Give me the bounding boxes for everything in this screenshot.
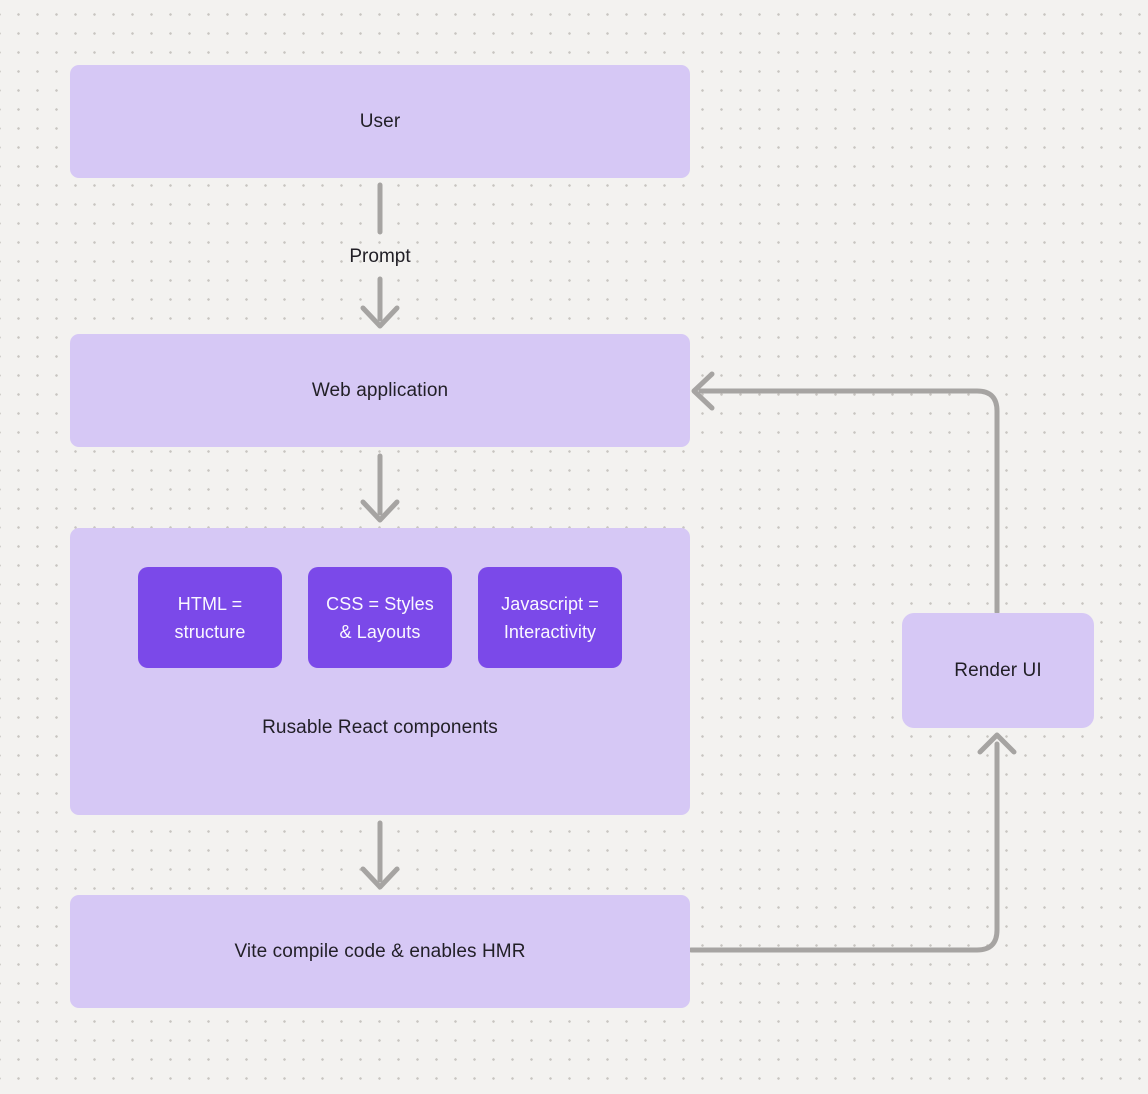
arrowhead-left-webapp (691, 371, 715, 411)
components-row: HTML = structure CSS = Styles & Layouts … (138, 567, 622, 668)
node-vite: Vite compile code & enables HMR (70, 895, 690, 1008)
edge-vite-to-renderui (688, 741, 1000, 953)
node-user-label: User (359, 110, 401, 132)
node-web-application-label: Web application (311, 379, 449, 401)
arrowhead-down-webapp (360, 305, 400, 329)
node-vite-label: Vite compile code & enables HMR (234, 940, 526, 962)
arrowhead-down-vite (360, 866, 400, 890)
edge-renderui-to-webapp (698, 388, 1000, 615)
node-user: User (70, 65, 690, 178)
card-css: CSS = Styles & Layouts (308, 567, 452, 668)
card-css-line2: & Layouts (339, 621, 421, 642)
card-javascript-line1: Javascript = (501, 593, 599, 614)
arrowhead-down-components (360, 499, 400, 523)
card-html-line2: structure (174, 621, 246, 642)
node-render-ui: Render UI (902, 613, 1094, 728)
card-javascript: Javascript = Interactivity (478, 567, 622, 668)
card-html-line1: HTML = (177, 593, 243, 614)
components-caption: Rusable React components (262, 717, 498, 738)
edge-label-prompt: Prompt (349, 246, 411, 267)
card-css-line1: CSS = Styles (326, 593, 434, 614)
arrowhead-up-renderui (977, 732, 1017, 755)
card-javascript-line2: Interactivity (503, 621, 597, 642)
node-components-group: HTML = structure CSS = Styles & Layouts … (70, 528, 690, 815)
node-web-application: Web application (70, 334, 690, 447)
card-html: HTML = structure (138, 567, 282, 668)
node-render-ui-label: Render UI (954, 659, 1042, 681)
